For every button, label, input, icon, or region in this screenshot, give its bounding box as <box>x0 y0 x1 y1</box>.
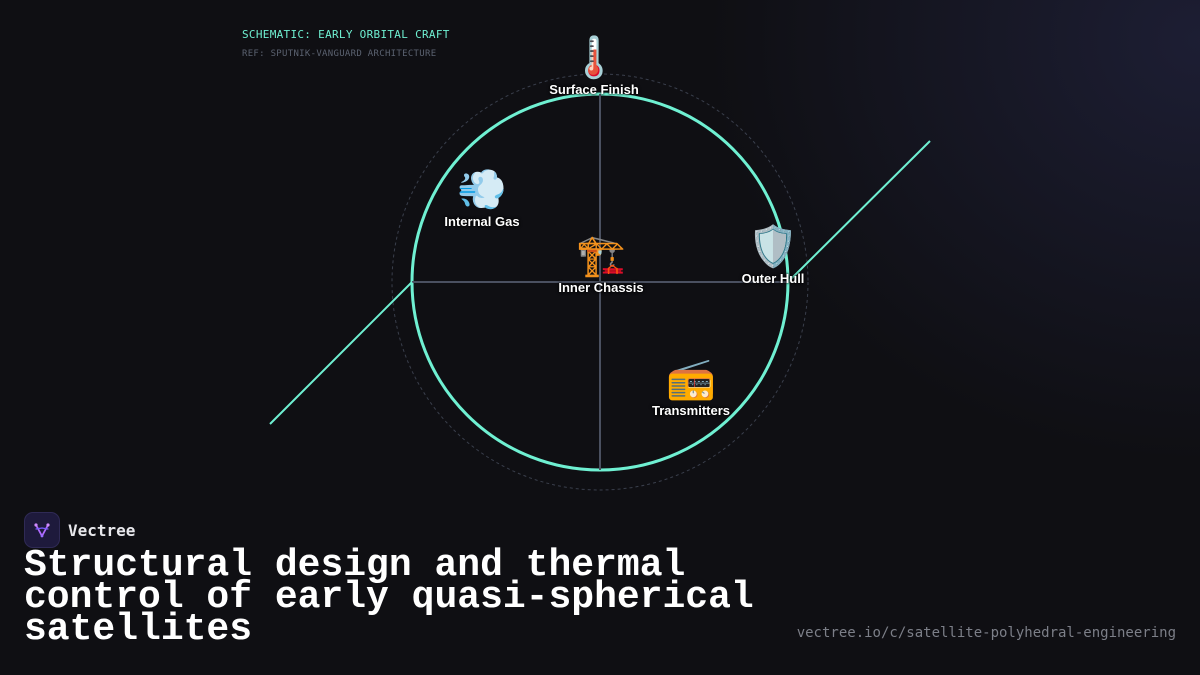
brand-name: Vectree <box>68 520 136 540</box>
node-surface-finish: 🌡️ Surface Finish <box>514 36 674 97</box>
schematic-title: SCHEMATIC: EARLY ORBITAL CRAFT <box>242 28 450 41</box>
node-label: Internal Gas <box>444 214 520 229</box>
radio-icon: 📻 <box>666 356 716 402</box>
page-title: Structural design and thermal control of… <box>24 544 754 651</box>
shield-icon: 🛡️ <box>748 224 798 270</box>
node-internal-gas: 💨 Internal Gas <box>402 168 562 229</box>
brand[interactable]: Vectree <box>24 512 135 548</box>
node-label: Outer Hull <box>741 271 805 286</box>
node-inner-chassis: 🏗️ Inner Chassis <box>521 234 681 295</box>
schematic-header: SCHEMATIC: EARLY ORBITAL CRAFT REF: SPUT… <box>242 28 450 59</box>
schematic-reference: REF: SPUTNIK-VANGUARD ARCHITECTURE <box>242 49 437 59</box>
antenna-right <box>787 140 931 283</box>
node-label: Inner Chassis <box>558 280 644 295</box>
antenna-left <box>269 281 413 425</box>
node-transmitters: 📻 Transmitters <box>611 357 771 418</box>
crane-icon: 🏗️ <box>576 233 626 279</box>
gas-icon: 💨 <box>457 167 507 213</box>
vectree-logo-icon <box>24 512 60 548</box>
node-label: Surface Finish <box>549 82 639 97</box>
course-url[interactable]: vectree.io/c/satellite-polyhedral-engine… <box>796 625 1176 641</box>
node-label: Transmitters <box>651 403 731 418</box>
outer-dashed-ring <box>391 73 809 491</box>
thermometer-icon: 🌡️ <box>569 35 619 81</box>
node-outer-hull: 🛡️ Outer Hull <box>693 225 853 286</box>
logo-mark <box>34 523 50 538</box>
